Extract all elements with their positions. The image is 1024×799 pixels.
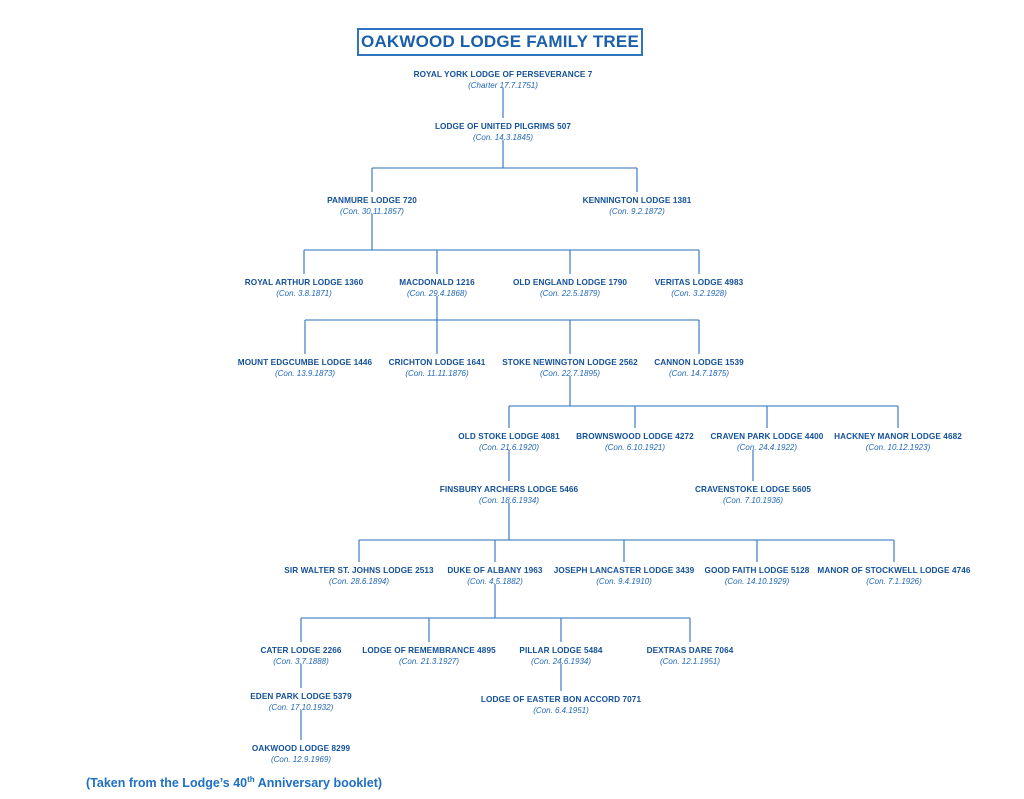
lodge-date: (Con. 22.5.1879) [539,288,601,298]
lodge-date: (Con. 21.6.1920) [478,442,540,452]
lodge-node-brownswood: BROWNSWOOD LODGE 4272(Con. 6.10.1921) [576,432,694,452]
lodge-node-dextras-dare: DEXTRAS DARE 7064(Con. 12.1.1951) [647,646,734,666]
lodge-date: (Con. 13.9.1873) [274,368,336,378]
lodge-name: CRICHTON LODGE 1641 [388,358,486,367]
lodge-node-cannon: CANNON LODGE 1539(Con. 14.7.1875) [654,358,744,378]
lodge-name: OAKWOOD LODGE 8299 [251,744,351,753]
page-title: OAKWOOD LODGE FAMILY TREE [361,32,639,51]
lodge-date: (Con. 12.9.1969) [270,754,332,764]
lodge-node-good-faith: GOOD FAITH LODGE 5128(Con. 14.10.1929) [705,566,810,586]
lodge-node-cravenstoke: CRAVENSTOKE LODGE 5605(Con. 7.10.1936) [695,485,811,505]
lodge-node-pillar: PILLAR LODGE 5484(Con. 24.6.1934) [519,646,602,666]
lodge-date: (Con. 17.10.1932) [268,702,334,712]
lodge-name: FINSBURY ARCHERS LODGE 5466 [439,485,579,494]
lodge-date: (Con. 9.2.1872) [609,206,665,216]
lodge-node-stoke-newington: STOKE NEWINGTON LODGE 2562(Con. 22.7.189… [502,358,638,378]
lodge-date: (Con. 6.4.1951) [533,705,589,715]
footer-ordinal: th [247,775,255,784]
lodge-name: LODGE OF UNITED PILGRIMS 507 [434,122,572,131]
lodge-date: (Con. 21.3.1927) [398,656,460,666]
lodge-name: LODGE OF REMEMBRANCE 4895 [362,646,496,655]
lodge-node-cater: CATER LODGE 2266(Con. 3.7.1888) [260,646,341,666]
lodge-name: OLD ENGLAND LODGE 1790 [512,278,628,287]
lodge-date: (Con. 7.1.1926) [866,576,922,586]
lodge-node-royal-york: ROYAL YORK LODGE OF PERSEVERANCE 7(Chart… [414,70,593,90]
lodge-date: (Con. 14.10.1929) [724,576,790,586]
chart-title-box: OAKWOOD LODGE FAMILY TREE [357,28,643,56]
lodge-node-easter-bon-accord: LODGE OF EASTER BON ACCORD 7071(Con. 6.4… [481,695,641,715]
lodge-date: (Con. 18.6.1934) [478,495,540,505]
lodge-name: VERITAS LODGE 4983 [654,278,744,287]
lodge-node-macdonald: MACDONALD 1216(Con. 29.4.1868) [399,278,475,298]
lodge-date: (Con. 9.4.1910) [596,576,652,586]
lodge-date: (Con. 3.2.1928) [671,288,727,298]
lodge-node-manor-stockwell: MANOR OF STOCKWELL LODGE 4746(Con. 7.1.1… [817,566,970,586]
lodge-date: (Con. 14.3.1845) [472,132,534,142]
lodge-name: CANNON LODGE 1539 [654,358,744,367]
lodge-date: (Con. 28.6.1894) [328,576,390,586]
lodge-node-kennington: KENNINGTON LODGE 1381(Con. 9.2.1872) [583,196,692,216]
lodge-name: CRAVEN PARK LODGE 4400 [710,432,824,441]
lodge-name: MANOR OF STOCKWELL LODGE 4746 [817,566,971,575]
lodge-name: MACDONALD 1216 [399,278,475,287]
lodge-node-panmure: PANMURE LODGE 720(Con. 30.11.1857) [327,196,417,216]
lodge-name: SIR WALTER ST. JOHNS LODGE 2513 [284,566,434,575]
lodge-node-mount-edgcumbe: MOUNT EDGCUMBE LODGE 1446(Con. 13.9.1873… [238,358,372,378]
lodge-name: OLD STOKE LODGE 4081 [458,432,560,441]
lodge-name: CATER LODGE 2266 [260,646,342,655]
lodge-node-veritas: VERITAS LODGE 4983(Con. 3.2.1928) [655,278,744,298]
lodge-name: BROWNSWOOD LODGE 4272 [576,432,694,441]
footer-prefix: (Taken from the Lodge’s 40 [86,776,248,791]
lodge-date: (Con. 12.1.1951) [659,656,721,666]
lodge-date: (Con. 30.11.1857) [340,206,404,216]
lodge-name: PILLAR LODGE 5484 [519,646,603,655]
lodge-node-hackney-manor: HACKNEY MANOR LODGE 4682(Con. 10.12.1923… [834,432,962,452]
lodge-node-joseph-lancaster: JOSEPH LANCASTER LODGE 3439(Con. 9.4.191… [554,566,695,586]
lodge-date: (Con. 29.4.1868) [406,288,468,298]
lodge-date: (Con. 14.7.1875) [668,368,730,378]
lodge-name: STOKE NEWINGTON LODGE 2562 [502,358,638,367]
lodge-name: DUKE OF ALBANY 1963 [447,566,543,575]
lodge-node-duke-of-albany: DUKE OF ALBANY 1963(Con. 4.5.1882) [447,566,542,586]
lodge-node-sir-walter: SIR WALTER ST. JOHNS LODGE 2513(Con. 28.… [284,566,433,586]
lodge-name: MOUNT EDGCUMBE LODGE 1446 [237,358,373,367]
lodge-date: (Con. 24.6.1934) [530,656,592,666]
lodge-node-united-pilgrims: LODGE OF UNITED PILGRIMS 507(Con. 14.3.1… [435,122,571,142]
lodge-date: (Con. 10.12.1923) [865,442,931,452]
lodge-date: (Con. 7.10.1936) [722,495,784,505]
lodge-name: CRAVENSTOKE LODGE 5605 [694,485,812,494]
lodge-date: (Con. 4.5.1882) [467,576,523,586]
lodge-date: (Con. 6.10.1921) [604,442,666,452]
lodge-date: (Con. 3.7.1888) [273,656,329,666]
lodge-name: PANMURE LODGE 720 [327,196,417,205]
lodge-date: (Con. 24.4.1922) [736,442,798,452]
lodge-node-old-england: OLD ENGLAND LODGE 1790(Con. 22.5.1879) [513,278,627,298]
lodge-node-craven-park: CRAVEN PARK LODGE 4400(Con. 24.4.1922) [711,432,824,452]
lodge-node-royal-arthur: ROYAL ARTHUR LODGE 1360(Con. 3.8.1871) [245,278,363,298]
lodge-name: KENNINGTON LODGE 1381 [582,196,692,205]
lodge-node-finsbury-archers: FINSBURY ARCHERS LODGE 5466(Con. 18.6.19… [440,485,578,505]
lodge-node-crichton: CRICHTON LODGE 1641(Con. 11.11.1876) [389,358,486,378]
lodge-node-oakwood: OAKWOOD LODGE 8299(Con. 12.9.1969) [252,744,350,764]
lodge-name: JOSEPH LANCASTER LODGE 3439 [553,566,695,575]
lodge-name: GOOD FAITH LODGE 5128 [704,566,810,575]
lodge-node-eden-park: EDEN PARK LODGE 5379(Con. 17.10.1932) [250,692,352,712]
lodge-name: ROYAL YORK LODGE OF PERSEVERANCE 7 [413,70,593,79]
lodge-date: (Con. 22.7.1895) [539,368,601,378]
lodge-name: DEXTRAS DARE 7064 [646,646,734,655]
lodge-date: (Charter 17.7.1751) [468,80,538,90]
lodge-name: ROYAL ARTHUR LODGE 1360 [244,278,364,287]
lodge-name: LODGE OF EASTER BON ACCORD 7071 [480,695,642,704]
lodge-node-remembrance: LODGE OF REMEMBRANCE 4895(Con. 21.3.1927… [362,646,496,666]
lodge-node-old-stoke: OLD STOKE LODGE 4081(Con. 21.6.1920) [458,432,560,452]
lodge-date: (Con. 3.8.1871) [276,288,332,298]
lodge-name: HACKNEY MANOR LODGE 4682 [834,432,962,441]
lodge-date: (Con. 11.11.1876) [405,368,469,378]
lodge-name: EDEN PARK LODGE 5379 [250,692,352,701]
footer-caption: (Taken from the Lodge’s 40th Anniversary… [86,775,382,790]
footer-suffix: Anniversary booklet) [254,776,383,791]
